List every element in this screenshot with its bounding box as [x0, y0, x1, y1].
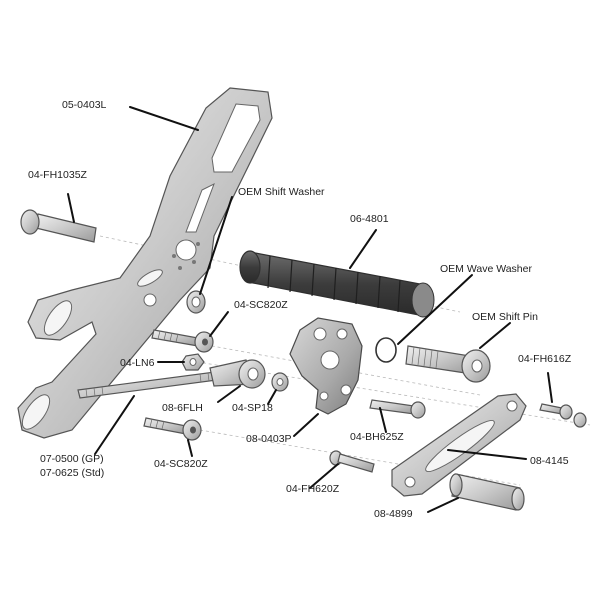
label-04-SC820Z-bottom: 04-SC820Z — [154, 458, 208, 470]
label-08-6FLH: 08-6FLH — [162, 402, 203, 414]
label-04-SP18: 04-SP18 — [232, 402, 273, 414]
spacer-04-SP18 — [271, 372, 289, 392]
label-04-FH620Z: 04-FH620Z — [286, 483, 340, 495]
label-04-FH1035Z: 04-FH1035Z — [28, 169, 88, 181]
oem-shift-pin — [405, 345, 491, 383]
label-06-4801: 06-4801 — [350, 213, 389, 225]
leader-lines — [67, 106, 553, 513]
peg-bolt-04-FH1035Z — [20, 209, 97, 243]
bolt-04-FH620Z — [329, 450, 375, 473]
bolt-04-BH625Z — [369, 399, 426, 419]
sleeve-08-4899 — [449, 473, 525, 511]
label-07-0625-std: 07-0625 (Std) — [40, 467, 104, 479]
label-08-0403P: 08-0403P — [246, 433, 292, 445]
bolt-04-SC820Z-top — [151, 329, 214, 353]
label-07-0500-gp: 07-0500 (GP) — [40, 453, 104, 465]
oem-shift-washer — [186, 290, 206, 314]
label-oem-shift-pin: OEM Shift Pin — [472, 311, 538, 323]
part-labels: 05-0403L 04-FH1035Z OEM Shift Washer 06-… — [28, 99, 572, 520]
label-04-FH616Z: 04-FH616Z — [518, 353, 572, 365]
label-05-0403L: 05-0403L — [62, 99, 107, 111]
oem-wave-washer — [375, 337, 397, 363]
label-08-4145: 08-4145 — [530, 455, 569, 467]
shift-arm-08-4145 — [391, 393, 527, 497]
label-04-BH625Z: 04-BH625Z — [350, 431, 404, 443]
plate-08-0403P — [289, 317, 363, 415]
bolt-04-SC820Z-bottom — [143, 417, 202, 441]
label-oem-wave-washer: OEM Wave Washer — [440, 263, 532, 275]
rod-end-08-6FLH — [209, 359, 266, 389]
lock-nut-04-LN6 — [181, 353, 205, 371]
label-04-SC820Z-top: 04-SC820Z — [234, 299, 288, 311]
bolts-04-FH616Z — [539, 403, 587, 428]
label-08-4899: 08-4899 — [374, 508, 413, 520]
label-oem-shift-washer: OEM Shift Washer — [238, 186, 325, 198]
bracket-05-0403L — [17, 87, 273, 439]
peg-rubber-06-4801 — [239, 250, 435, 318]
label-04-LN6: 04-LN6 — [120, 357, 155, 369]
